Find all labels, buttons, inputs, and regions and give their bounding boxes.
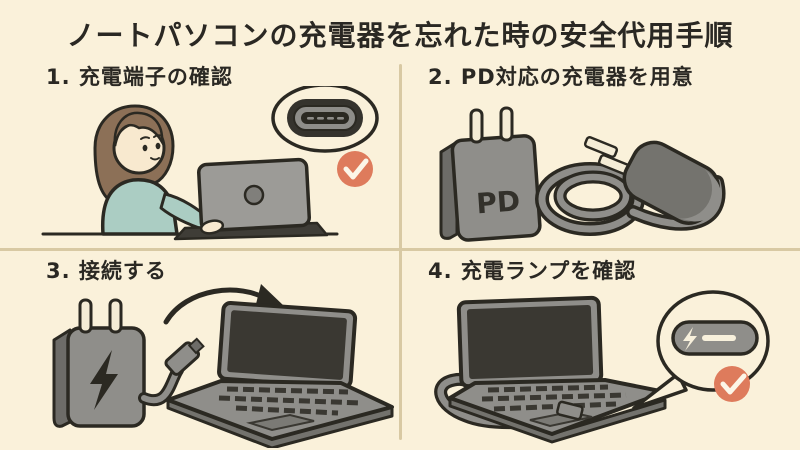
horizontal-divider <box>0 248 800 251</box>
laptop-charging <box>448 295 667 444</box>
panel-2-heading: 2. PD対応の充電器を用意 <box>428 65 694 89</box>
plug-prong <box>108 298 123 334</box>
panel-4-illustration <box>434 290 770 444</box>
check-icon <box>720 373 747 395</box>
plug-prong <box>583 136 619 158</box>
laptop-back-view <box>173 157 329 241</box>
keyboard-keys <box>487 384 609 393</box>
pd-label: PD <box>475 184 521 220</box>
charging-cable <box>138 337 205 407</box>
laptop-logo-icon <box>243 184 265 206</box>
charger-block <box>52 298 146 428</box>
panel-3-illustration <box>52 284 394 448</box>
pd-charger-block: PD <box>439 106 542 242</box>
plug-prong <box>78 298 93 334</box>
charging-lamp-bubble <box>632 290 770 410</box>
vertical-divider <box>399 64 402 440</box>
keyboard-keys <box>493 401 617 412</box>
hand <box>199 219 225 235</box>
touchpad <box>246 413 315 432</box>
usb-c-port-magnifier <box>271 86 379 153</box>
plug-prong <box>469 108 484 144</box>
panel-1-illustration <box>41 86 379 241</box>
keyboard-keys <box>226 386 349 395</box>
wall-adapter <box>583 136 722 225</box>
panel-3-heading: 3. 接続する <box>46 259 167 283</box>
keyboard-keys <box>218 395 363 406</box>
lightning-icon <box>683 327 697 351</box>
laptop-open <box>166 301 394 448</box>
panel-1-heading: 1. 充電端子の確認 <box>46 65 233 89</box>
plug-prong <box>499 106 514 142</box>
lightning-icon <box>90 350 118 410</box>
check-icon <box>343 158 369 180</box>
check-badge <box>714 366 750 402</box>
usb-plug <box>556 400 584 421</box>
lamp-dash <box>702 335 736 341</box>
usb-plug <box>164 337 205 376</box>
hair-fringe <box>113 111 164 147</box>
panel-2-illustration: PD <box>439 106 726 242</box>
woman-at-laptop <box>93 104 215 236</box>
page-title: ノートパソコンの充電器を忘れた時の安全代用手順 <box>66 19 734 52</box>
panel-4-heading: 4. 充電ランプを確認 <box>428 259 637 283</box>
check-badge <box>337 151 373 187</box>
keyboard-keys <box>235 405 339 416</box>
keyboard-keys <box>481 392 627 402</box>
